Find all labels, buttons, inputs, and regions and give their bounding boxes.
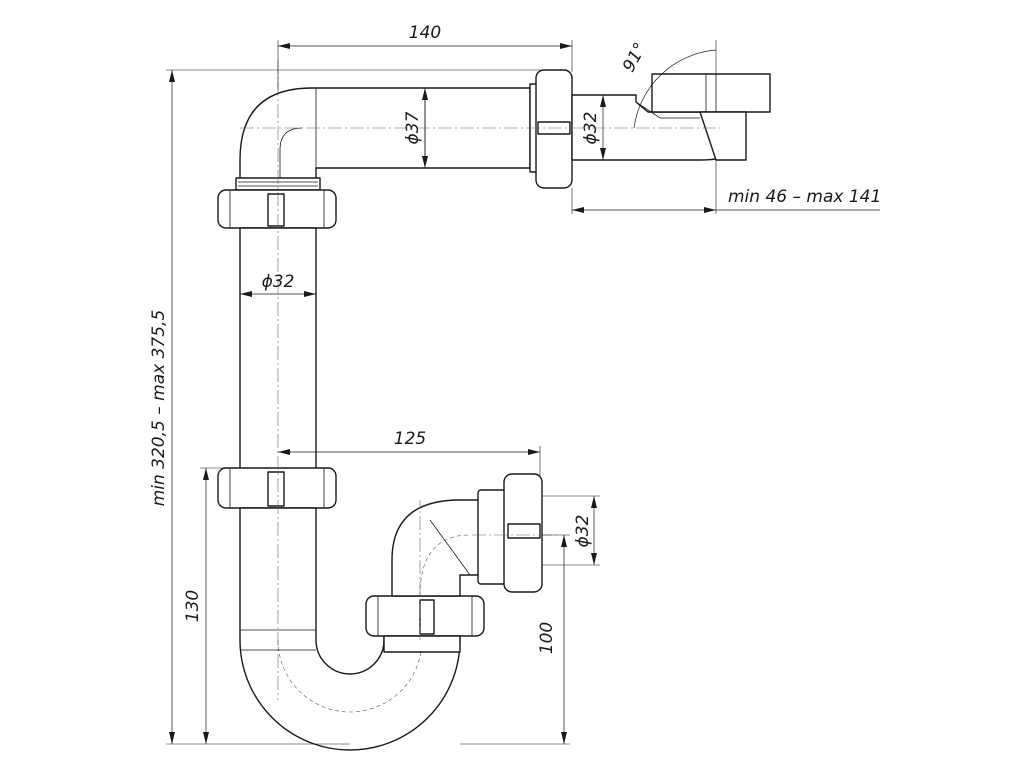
trap-union-nut (365, 595, 485, 653)
lower-union-nut (217, 467, 337, 509)
dim-dia-outlet: ϕ32 (581, 95, 606, 160)
svg-text:ϕ32: ϕ32 (581, 112, 601, 145)
dim-top-length: 140 (277, 23, 573, 90)
svg-text:140: 140 (409, 23, 441, 43)
svg-text:min 46 – max 141: min 46 – max 141 (728, 187, 881, 207)
outlet-fitting (651, 73, 771, 161)
dim-outlet-range: min 46 – max 141 (571, 160, 881, 214)
dim-dia-vertical: ϕ32 (240, 272, 316, 297)
upper-union-nut (217, 189, 337, 229)
upper-elbow-pipe (239, 87, 531, 191)
svg-text:91°: 91° (619, 39, 651, 75)
u-trap-bend (239, 507, 461, 751)
dim-dia-inlet: ϕ32 (542, 495, 600, 566)
dim-dia-top-pipe: ϕ37 (403, 88, 428, 168)
side-inlet-nut (477, 473, 543, 593)
svg-text:ϕ32: ϕ32 (573, 515, 593, 548)
dim-total-height: min 320,5 – max 375,5 (149, 69, 540, 745)
svg-text:100: 100 (537, 622, 557, 654)
dim-trap-height: 130 (183, 467, 240, 744)
dim-inlet-height: 100 (460, 534, 570, 745)
svg-text:125: 125 (394, 429, 426, 449)
svg-text:130: 130 (183, 590, 203, 622)
side-inlet-elbow (391, 499, 481, 597)
svg-text:ϕ32: ϕ32 (262, 272, 295, 292)
svg-text:min 320,5 – max 375,5: min 320,5 – max 375,5 (149, 310, 169, 507)
dim-trap-offset: 125 (278, 429, 541, 476)
outlet-union-nut (529, 69, 573, 189)
svg-text:ϕ37: ϕ37 (403, 111, 423, 144)
